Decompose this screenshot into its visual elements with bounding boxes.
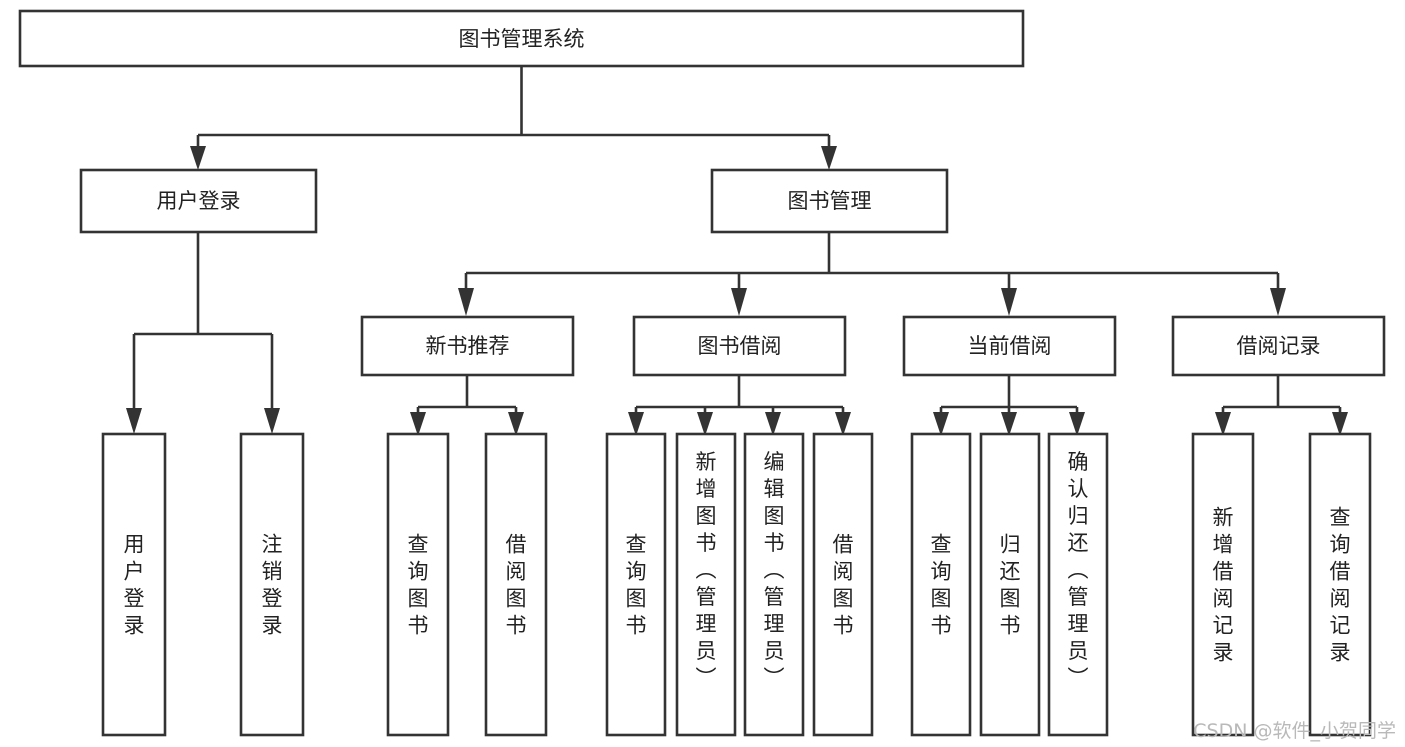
- node-leaf-query-book-2[interactable]: 查询图书: [605, 432, 667, 737]
- arrow-head-book-borrow: [731, 288, 747, 316]
- node-leaf-user-login[interactable]: 用户登录: [101, 432, 167, 737]
- node-borrow-record[interactable]: 借阅记录: [1171, 315, 1386, 377]
- node-leaf-user-logout-label: 注销登录: [262, 533, 283, 638]
- node-leaf-query-book-1[interactable]: 查询图书: [386, 432, 450, 737]
- arrow-head-leaf-confirm-return: [1069, 412, 1085, 436]
- node-leaf-query-book-2-box[interactable]: [605, 432, 667, 737]
- arrow-head-leaf-borrow-book-1: [508, 412, 524, 436]
- node-leaf-query-book-1-label: 查询图书: [408, 533, 429, 638]
- node-leaf-add-book-label: 新增图书︵管理员︶: [696, 450, 717, 690]
- node-leaf-return-book-label: 归还图书: [1000, 533, 1021, 638]
- arrow-head-leaf-query-record: [1332, 412, 1348, 436]
- arrow-head-leaf-query-book-2: [628, 412, 644, 436]
- node-book-borrow-box[interactable]: [632, 315, 847, 377]
- node-leaf-user-login-box[interactable]: [101, 432, 167, 737]
- node-leaf-edit-book-box[interactable]: [743, 432, 805, 737]
- arrow-head-leaf-query-book-1: [410, 412, 426, 436]
- node-leaf-add-record-label: 新增借阅记录: [1213, 506, 1234, 665]
- node-borrow-record-box[interactable]: [1171, 315, 1386, 377]
- node-leaf-user-logout[interactable]: 注销登录: [239, 432, 305, 737]
- arrow-head-new-book-recommend: [458, 288, 474, 316]
- node-current-borrow-label: 当前借阅: [968, 334, 1052, 358]
- node-leaf-query-book-1-box[interactable]: [386, 432, 450, 737]
- node-leaf-query-book-3-label: 查询图书: [931, 533, 952, 638]
- node-leaf-query-book-2-label: 查询图书: [626, 533, 647, 638]
- node-book-manage-label: 图书管理: [788, 189, 872, 213]
- node-leaf-return-book[interactable]: 归还图书: [979, 432, 1041, 737]
- node-leaf-return-book-box[interactable]: [979, 432, 1041, 737]
- node-user-login-label: 用户登录: [157, 189, 241, 213]
- node-leaf-borrow-book-1-label: 借阅图书: [506, 533, 527, 638]
- node-current-borrow[interactable]: 当前借阅: [902, 315, 1117, 377]
- arrow-head-leaf-edit-book: [765, 412, 781, 436]
- node-new-book-recommend-label: 新书推荐: [426, 334, 510, 358]
- node-user-login-box[interactable]: [79, 168, 318, 234]
- arrow-head-leaf-return-book: [1001, 412, 1017, 436]
- node-leaf-query-book-3[interactable]: 查询图书: [910, 432, 972, 737]
- arrow-head-leaf-user-logout: [264, 408, 280, 434]
- arrow-head-leaf-query-book-3: [933, 412, 949, 436]
- node-leaf-user-logout-box[interactable]: [239, 432, 305, 737]
- node-book-manage[interactable]: 图书管理: [710, 168, 949, 234]
- connector-layer: [126, 66, 1348, 436]
- node-root-box[interactable]: [18, 9, 1025, 68]
- node-leaf-query-book-3-box[interactable]: [910, 432, 972, 737]
- node-book-borrow[interactable]: 图书借阅: [632, 315, 847, 377]
- node-leaf-edit-book[interactable]: 编辑图书︵管理员︶: [743, 432, 805, 737]
- arrow-head-leaf-borrow-book-2: [835, 412, 851, 436]
- node-book-borrow-label: 图书借阅: [698, 334, 782, 358]
- node-root[interactable]: 图书管理系统: [18, 9, 1025, 68]
- node-leaf-query-record-box[interactable]: [1308, 432, 1372, 737]
- arrow-head-book-manage: [821, 146, 837, 170]
- arrow-head-user-login: [190, 146, 206, 170]
- node-leaf-user-login-label: 用户登录: [124, 533, 145, 638]
- node-leaf-borrow-book-1[interactable]: 借阅图书: [484, 432, 548, 737]
- arrow-head-borrow-record: [1270, 288, 1286, 316]
- arrow-head-leaf-add-book: [697, 412, 713, 436]
- node-leaf-add-book-box[interactable]: [675, 432, 737, 737]
- node-leaf-add-record-box[interactable]: [1191, 432, 1255, 737]
- node-book-manage-box[interactable]: [710, 168, 949, 234]
- arrow-head-leaf-add-record: [1215, 412, 1231, 436]
- node-borrow-record-label: 借阅记录: [1237, 334, 1321, 358]
- node-leaf-query-record-label: 查询借阅记录: [1330, 506, 1351, 665]
- node-leaf-borrow-book-2[interactable]: 借阅图书: [812, 432, 874, 737]
- arrow-head-leaf-user-login: [126, 408, 142, 434]
- csdn-watermark: CSDN @软件_小贺同学: [1193, 720, 1396, 742]
- node-user-login[interactable]: 用户登录: [79, 168, 318, 234]
- arrow-head-current-borrow: [1001, 288, 1017, 316]
- node-leaf-borrow-book-2-label: 借阅图书: [833, 533, 854, 638]
- node-new-book-recommend-box[interactable]: [360, 315, 575, 377]
- node-leaf-borrow-book-1-box[interactable]: [484, 432, 548, 737]
- node-current-borrow-box[interactable]: [902, 315, 1117, 377]
- node-leaf-borrow-book-2-box[interactable]: [812, 432, 874, 737]
- node-new-book-recommend[interactable]: 新书推荐: [360, 315, 575, 377]
- node-leaf-add-book[interactable]: 新增图书︵管理员︶: [675, 432, 737, 737]
- node-leaf-confirm-return-label: 确认归还︵管理员︶: [1068, 450, 1089, 690]
- node-leaf-query-record[interactable]: 查询借阅记录: [1308, 432, 1372, 737]
- node-root-label: 图书管理系统: [459, 27, 585, 51]
- node-leaf-edit-book-label: 编辑图书︵管理员︶: [764, 450, 785, 690]
- node-leaf-confirm-return-box[interactable]: [1047, 432, 1109, 737]
- node-leaf-confirm-return[interactable]: 确认归还︵管理员︶: [1047, 432, 1109, 737]
- node-leaf-add-record[interactable]: 新增借阅记录: [1191, 432, 1255, 737]
